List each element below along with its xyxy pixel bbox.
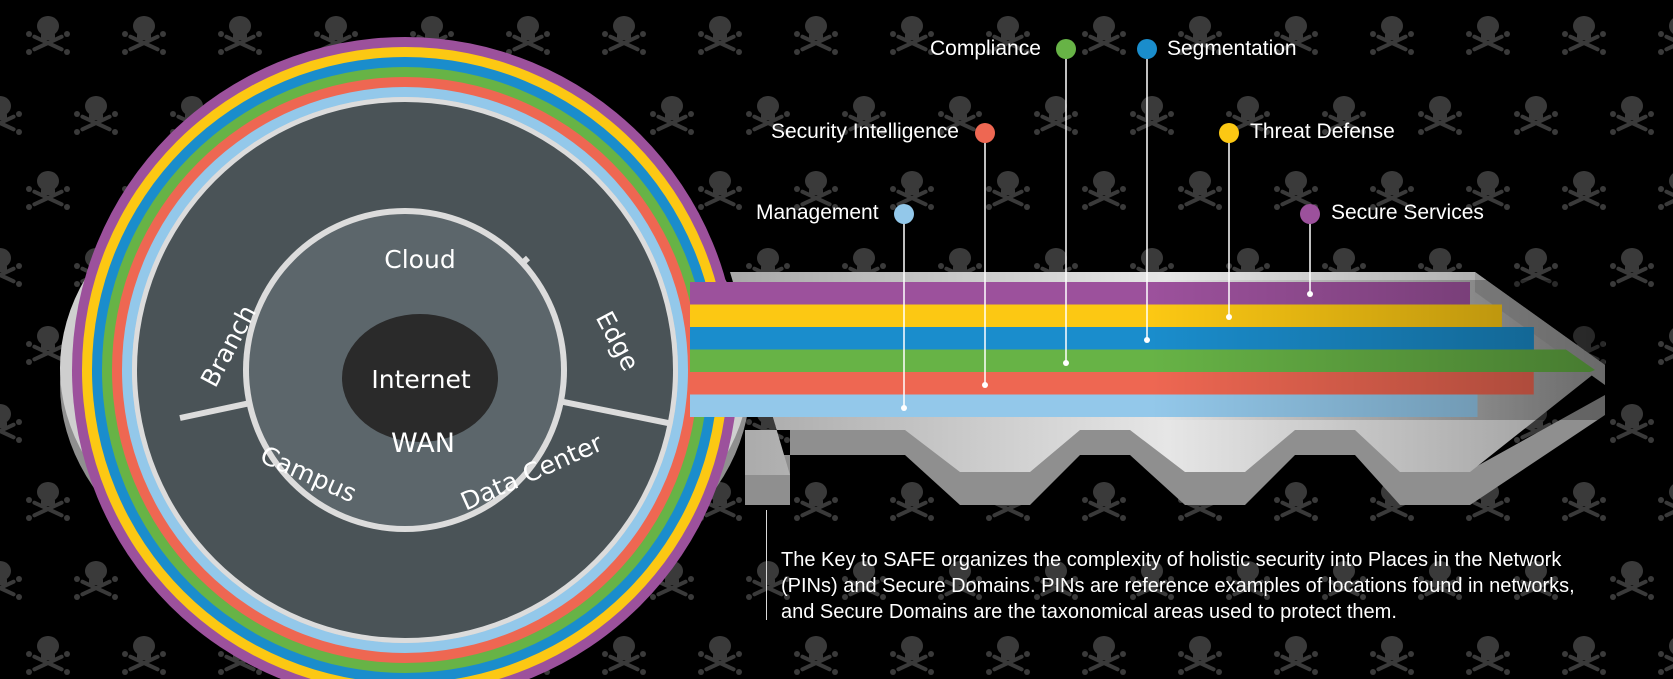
skull-icon xyxy=(1610,96,1654,135)
skull-icon xyxy=(890,482,934,521)
skull-icon xyxy=(26,636,70,675)
skull-icon xyxy=(794,482,838,521)
ring-label-wan: WAN xyxy=(391,428,455,459)
domain-label-compliance: Compliance xyxy=(930,37,1041,60)
skull-icon xyxy=(1082,171,1126,210)
skull-icon xyxy=(650,96,694,135)
caption-text: The Key to SAFE organizes the complexity… xyxy=(781,549,1575,623)
skull-icon xyxy=(602,16,646,55)
skull-icon xyxy=(1418,96,1462,135)
skull-icon xyxy=(1562,171,1606,210)
leader-end-secure-services xyxy=(1307,291,1313,297)
skull-icon xyxy=(26,16,70,55)
domain-dot-secure-services xyxy=(1300,204,1320,224)
skull-icon xyxy=(1370,16,1414,55)
leader-end-threat-defense xyxy=(1226,314,1232,320)
skull-icon xyxy=(1130,96,1174,135)
skull-icon xyxy=(602,636,646,675)
skull-icon xyxy=(1658,636,1673,675)
domain-label-management: Management xyxy=(756,201,879,224)
skull-icon xyxy=(1178,636,1222,675)
domain-callouts xyxy=(894,39,1320,411)
skull-icon xyxy=(794,636,838,675)
skull-icon xyxy=(1562,636,1606,675)
skull-icon xyxy=(26,171,70,210)
skull-icon xyxy=(1658,16,1673,55)
domain-dot-threat-defense xyxy=(1219,123,1239,143)
skull-icon xyxy=(0,561,22,600)
skull-icon xyxy=(986,171,1030,210)
skull-icon xyxy=(890,636,934,675)
skull-icon xyxy=(1610,404,1654,443)
skull-icon xyxy=(74,96,118,135)
skull-icon xyxy=(1274,636,1318,675)
center-label-internet: Internet xyxy=(371,365,470,394)
skull-icon xyxy=(506,16,550,55)
domain-dot-security-intelligence xyxy=(975,123,995,143)
skull-icon xyxy=(0,96,22,135)
skull-icon xyxy=(1082,482,1126,521)
skull-icon xyxy=(890,171,934,210)
leader-end-security-intelligence xyxy=(982,382,988,388)
domain-label-secure-services: Secure Services xyxy=(1331,201,1484,224)
skull-icon xyxy=(1562,482,1606,521)
domain-dot-compliance xyxy=(1056,39,1076,59)
domain-label-segmentation: Segmentation xyxy=(1167,37,1297,60)
skull-icon xyxy=(1178,171,1222,210)
skull-icon xyxy=(1514,96,1558,135)
skull-icon xyxy=(1034,96,1078,135)
skull-icon xyxy=(1370,636,1414,675)
blade-shade xyxy=(1150,280,1605,420)
internet-core xyxy=(342,314,498,442)
skull-icon xyxy=(698,171,742,210)
caption-rule xyxy=(766,510,767,620)
leader-end-segmentation xyxy=(1144,337,1150,343)
skull-icon xyxy=(1274,482,1318,521)
skull-icon xyxy=(1562,16,1606,55)
domain-dot-management xyxy=(894,204,914,224)
skull-icon xyxy=(1658,326,1673,365)
places-ring xyxy=(132,97,678,643)
domain-label-threat-defense: Threat Defense xyxy=(1250,120,1395,143)
leader-end-management xyxy=(901,405,907,411)
skull-icon xyxy=(26,482,70,521)
place-label-cloud: Cloud xyxy=(384,245,455,274)
skull-icon xyxy=(1466,16,1510,55)
skull-icon xyxy=(74,561,118,600)
skull-icon xyxy=(1082,636,1126,675)
skull-icon xyxy=(1658,171,1673,210)
skull-icon xyxy=(218,16,262,55)
skull-icon xyxy=(890,16,934,55)
skull-icon xyxy=(0,248,22,287)
skull-icon xyxy=(698,16,742,55)
domain-label-security-intelligence: Security Intelligence xyxy=(771,120,959,143)
domain-dot-segmentation xyxy=(1137,39,1157,59)
skull-icon xyxy=(1466,636,1510,675)
leader-end-compliance xyxy=(1063,360,1069,366)
skull-icon xyxy=(1610,561,1654,600)
skull-icon xyxy=(986,636,1030,675)
skull-icon xyxy=(1610,248,1654,287)
skull-icon xyxy=(794,16,838,55)
skull-icon xyxy=(1658,482,1673,521)
key-teeth xyxy=(745,395,1605,505)
skull-icon xyxy=(1082,16,1126,55)
skull-icon xyxy=(698,636,742,675)
skull-icon xyxy=(122,16,166,55)
skull-icon xyxy=(122,636,166,675)
skull-icon xyxy=(0,404,22,443)
